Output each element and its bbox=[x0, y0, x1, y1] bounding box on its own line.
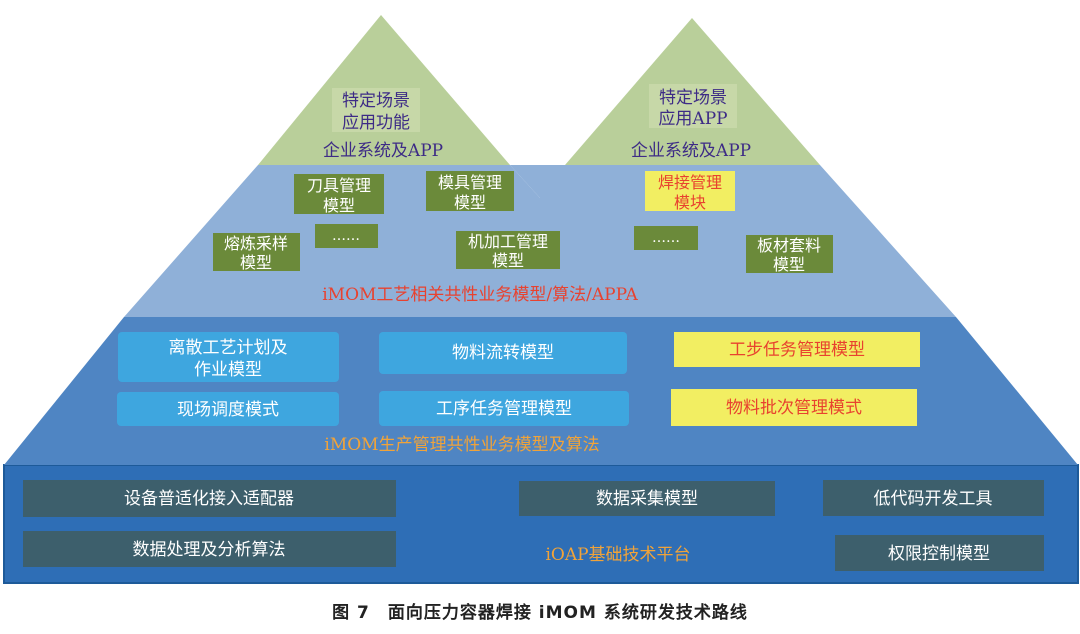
permission-model-label: 权限控制模型 bbox=[888, 544, 990, 564]
tool-model-line2: 模型 bbox=[323, 196, 355, 215]
discrete-plan-box bbox=[118, 332, 339, 382]
valley-joint bbox=[510, 165, 565, 198]
left-peak-line1: 特定场景 bbox=[342, 91, 410, 111]
welding-module-line2: 模块 bbox=[674, 193, 706, 212]
batch-mode-label: 物料批次管理模式 bbox=[726, 398, 862, 418]
step-task-box bbox=[674, 332, 920, 367]
discrete-plan-line2: 作业模型 bbox=[194, 360, 262, 380]
mold-model-line1: 模具管理 bbox=[438, 173, 502, 192]
step-task-label: 工步任务管理模型 bbox=[729, 340, 865, 360]
material-flow-box bbox=[379, 332, 627, 374]
permission-model-box bbox=[835, 535, 1044, 571]
plate-nesting-model-box bbox=[746, 235, 833, 273]
dispatch-mode-box bbox=[117, 392, 339, 426]
machining-model-box bbox=[456, 231, 560, 269]
figure-caption: 图 7 面向压力容器焊接 iMOM 系统研发技术路线 bbox=[332, 603, 748, 623]
dispatch-mode-label: 现场调度模式 bbox=[177, 400, 279, 420]
ellipsis-right: …… bbox=[652, 230, 680, 246]
right-peak-line2: 应用APP bbox=[658, 109, 727, 129]
machining-model-line2: 模型 bbox=[492, 251, 524, 270]
tool-model-line1: 刀具管理 bbox=[307, 176, 371, 195]
process-layer-label: iMOM工艺相关共性业务模型/算法/APPA bbox=[322, 285, 638, 305]
device-adapter-box bbox=[23, 480, 396, 517]
smelting-model-box bbox=[213, 233, 300, 271]
smelting-model-line2: 模型 bbox=[240, 253, 272, 272]
data-collection-box bbox=[519, 481, 775, 516]
discrete-plan-line1: 离散工艺计划及 bbox=[169, 338, 288, 358]
material-flow-label: 物料流转模型 bbox=[452, 343, 554, 363]
data-analysis-box bbox=[23, 531, 396, 567]
process-task-label: 工序任务管理模型 bbox=[436, 399, 572, 419]
right-peak-label: 企业系统及APP bbox=[631, 141, 751, 161]
device-adapter-label: 设备普适化接入适配器 bbox=[124, 489, 294, 509]
base-layer-label: iOAP基础技术平台 bbox=[545, 545, 690, 565]
data-collection-label: 数据采集模型 bbox=[596, 489, 698, 509]
ellipsis-box-left bbox=[315, 224, 378, 248]
welding-module-line1: 焊接管理 bbox=[658, 173, 722, 192]
plate-nesting-model-line1: 板材套料 bbox=[757, 236, 821, 255]
right-peak-line1: 特定场景 bbox=[659, 88, 727, 108]
right-peak-box bbox=[649, 84, 737, 128]
left-peak-label: 企业系统及APP bbox=[323, 141, 443, 161]
mold-model-box bbox=[426, 171, 514, 211]
plate-nesting-model-line2: 模型 bbox=[773, 255, 805, 274]
batch-mode-box bbox=[671, 389, 917, 426]
lowcode-tool-box bbox=[823, 480, 1044, 516]
process-task-box bbox=[379, 391, 629, 426]
production-layer-label: iMOM生产管理共性业务模型及算法 bbox=[324, 435, 599, 455]
smelting-model-line1: 熔炼采样 bbox=[224, 234, 288, 253]
left-peak-line2: 应用功能 bbox=[342, 113, 410, 133]
welding-module-box bbox=[645, 171, 735, 211]
left-peak-box bbox=[332, 88, 420, 132]
ellipsis-box-right bbox=[634, 226, 698, 250]
machining-model-line1: 机加工管理 bbox=[468, 232, 548, 251]
mold-model-line2: 模型 bbox=[454, 193, 486, 212]
data-analysis-label: 数据处理及分析算法 bbox=[133, 540, 286, 560]
lowcode-tool-label: 低代码开发工具 bbox=[874, 489, 993, 509]
ellipsis-left: …… bbox=[332, 228, 360, 244]
tool-model-box bbox=[294, 174, 384, 214]
